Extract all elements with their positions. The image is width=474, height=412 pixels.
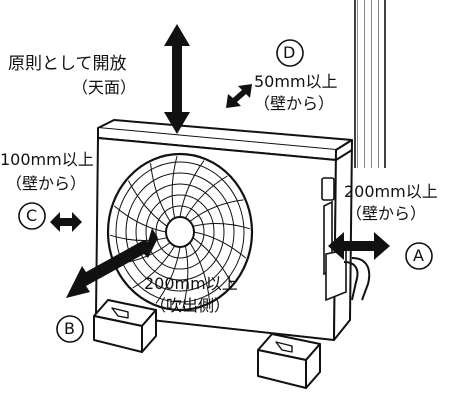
circled-markers xyxy=(18,39,433,343)
rear-clearance-arrow xyxy=(226,84,252,108)
clearance-arrows xyxy=(50,24,390,298)
fan-spoke xyxy=(192,223,251,230)
fan-spoke xyxy=(192,237,233,284)
top-clearance-note: （天面） xyxy=(72,78,137,97)
fan-spoke xyxy=(193,231,247,259)
fan-spoke xyxy=(189,199,244,222)
marker-c-letter: C xyxy=(26,206,38,225)
right-clearance-note: （壁から） xyxy=(346,204,427,223)
mounting-blocks xyxy=(93,299,321,389)
right-clearance-value: 200mm以上 xyxy=(344,182,438,201)
marker-a xyxy=(405,242,433,270)
fan-spoke xyxy=(184,175,228,219)
marker-a-letter: A xyxy=(413,246,424,265)
wall xyxy=(354,0,386,168)
marker-b xyxy=(56,315,84,343)
fan-spoke xyxy=(109,234,168,241)
left-clearance-value: 100mm以上 xyxy=(0,150,94,169)
front-clearance-arrow xyxy=(66,228,158,298)
rear-clearance-note: （壁から） xyxy=(254,94,335,113)
fan-spoke xyxy=(171,155,178,219)
front-clearance-value: 200mm以上 xyxy=(144,274,238,293)
marker-b-letter: B xyxy=(64,319,75,338)
fan-spoke xyxy=(189,242,210,301)
marker-d-letter: D xyxy=(283,43,296,62)
fan-spoke xyxy=(179,160,205,218)
left-clearance-note: （壁から） xyxy=(6,174,87,193)
fan-grille xyxy=(106,152,254,312)
top-clearance-arrow xyxy=(164,24,190,134)
right-clearance-arrow xyxy=(328,232,390,260)
fan-spoke xyxy=(182,245,189,309)
fan-spoke xyxy=(150,163,171,222)
rear-clearance-value: 50mm以上 xyxy=(254,72,338,91)
fan-spoke xyxy=(127,180,168,227)
left-clearance-arrow xyxy=(50,212,82,232)
fan-spoke xyxy=(132,245,176,289)
marker-d xyxy=(276,39,304,67)
top-clearance-label: 原則として開放 xyxy=(8,54,127,74)
fan-spoke xyxy=(155,246,181,304)
fan-spoke xyxy=(113,205,167,233)
marker-c xyxy=(18,202,46,230)
front-clearance-note: （吹出側） xyxy=(150,296,231,315)
